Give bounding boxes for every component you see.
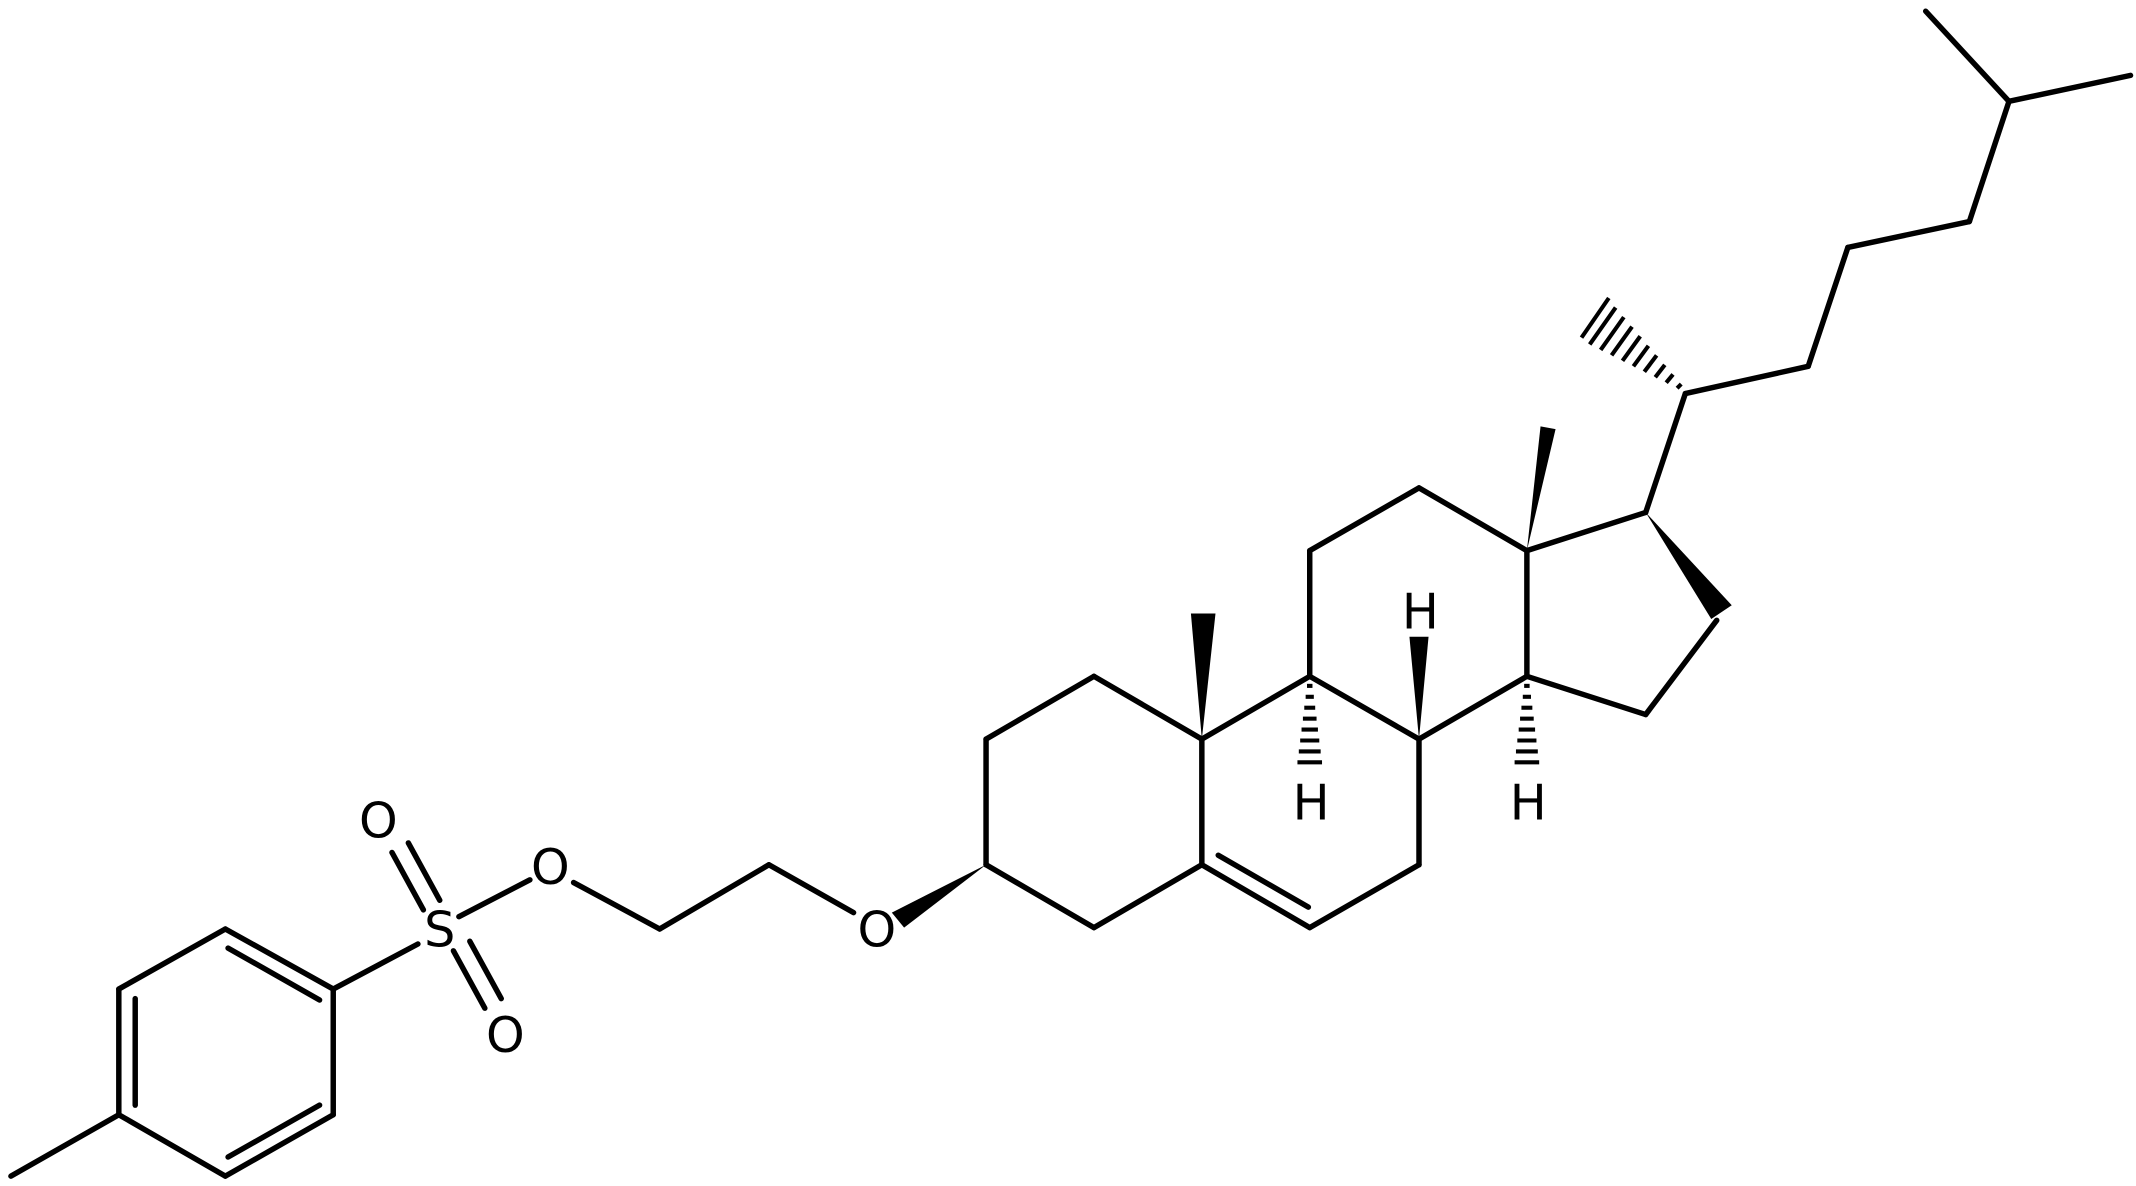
- bond-c17-c20: [1642, 390, 1689, 516]
- bond-c11-c12: [1307, 485, 1422, 554]
- bond-ring-2: [116, 926, 229, 992]
- ring-b: [1190, 613, 1422, 931]
- bond-s-o-top-a: [389, 849, 427, 913]
- wedge-methyl-c19: [1190, 613, 1216, 740]
- bond-ch2-ch2: [656, 862, 772, 932]
- bond-c12-c13: [1416, 485, 1530, 554]
- bond-aryl-sulfur: [330, 941, 421, 992]
- sulfonate-group: S O O O: [330, 791, 570, 1064]
- ring-d: [1524, 509, 1732, 718]
- bond-ester-o-ch2: [570, 879, 663, 932]
- bond-c9-c10: [1199, 673, 1313, 742]
- hash-bond-methyl-c21: [1579, 296, 1683, 390]
- bond-c14-c8: [1416, 673, 1530, 742]
- oxygen-atom-label-ester: O: [531, 838, 570, 896]
- bond-sulfur-ester-o: [456, 877, 533, 920]
- oxygen-atom-label-bottom: O: [486, 1006, 525, 1064]
- bond-c16-c15: [1642, 617, 1720, 718]
- wedge-c17-c16: [1645, 512, 1732, 619]
- bond-ring-5-inner: [225, 1102, 323, 1160]
- ethylene-linker: O: [570, 862, 987, 959]
- tolyl-group: [8, 926, 336, 1179]
- bond-c4-c5: [1091, 862, 1205, 931]
- bond-c10-c1: [1091, 673, 1205, 742]
- oxygen-atom-label-top: O: [359, 791, 398, 849]
- bond-c15-c14: [1524, 673, 1649, 718]
- side-chain: [1642, 8, 2134, 516]
- bond-c8-c9: [1307, 673, 1422, 742]
- bond-c1-c2: [983, 673, 1097, 742]
- ring-a: [983, 673, 1205, 931]
- hydrogen-label-c14: H: [1510, 774, 1547, 832]
- bond-ring-6: [116, 1111, 229, 1179]
- bond-c5-c6-double: [1215, 852, 1312, 910]
- bond-s-o-top-b: [405, 840, 443, 904]
- hydrogen-label-c8: H: [1402, 583, 1439, 641]
- hash-bond-h-c14: H: [1510, 683, 1547, 832]
- bond-c13-c17: [1524, 509, 1649, 554]
- sulfur-atom-label: S: [424, 901, 455, 959]
- bond-ring-5: [222, 1111, 336, 1179]
- hash-bond-h-c9: H: [1293, 683, 1330, 832]
- bond-ring-3: [222, 926, 336, 992]
- bond-c20-c22: [1682, 363, 1811, 397]
- bond-ch2-ether-o: [766, 862, 857, 916]
- bond-c22-c23: [1805, 244, 1851, 370]
- hydrogen-label-c9: H: [1293, 774, 1330, 832]
- wedge-bond-c3-o: [891, 864, 987, 928]
- bond-s-o-bottom-a: [450, 948, 488, 1011]
- bond-c5-c6: [1199, 862, 1313, 931]
- bond-c23-c24: [1845, 218, 1973, 251]
- bond-c25-c27: [2006, 72, 2134, 105]
- bond-c25-c26: [1922, 8, 2012, 105]
- wedge-methyl-c18: [1526, 426, 1556, 551]
- wedge-h-c8: [1409, 636, 1429, 740]
- oxygen-atom-label-ether: O: [857, 901, 896, 959]
- bond-c6-c7: [1307, 862, 1422, 931]
- bond-s-o-bottom-b: [467, 938, 504, 1002]
- bond-methyl-aryl: [8, 1111, 122, 1179]
- ring-c: H: [1307, 426, 1556, 742]
- bond-c3-c4: [983, 862, 1097, 931]
- bond-c24-c25: [1966, 98, 2012, 225]
- bond-ring-3-inner: [225, 945, 323, 1003]
